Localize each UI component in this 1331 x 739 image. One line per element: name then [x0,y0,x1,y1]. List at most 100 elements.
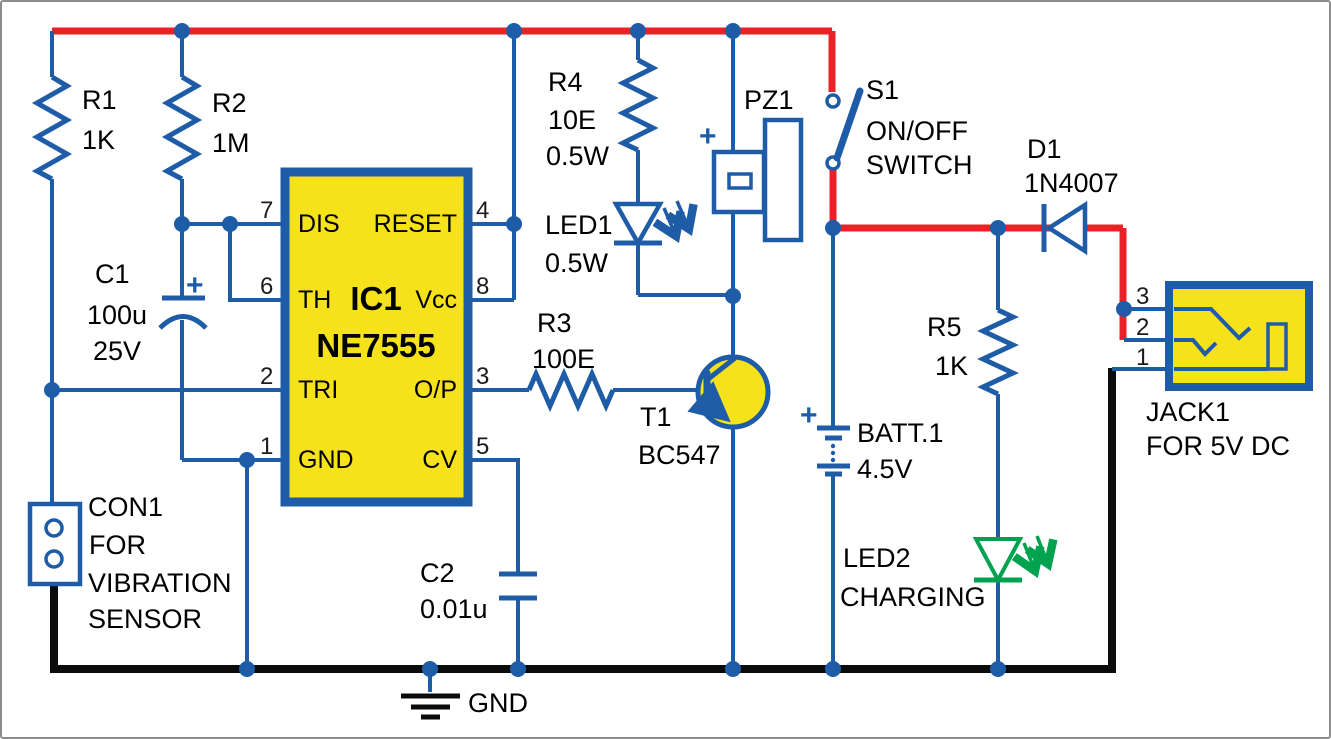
resistor-zigzag [31,74,73,182]
batt-plus-sign: + [800,399,818,432]
jack1-desc: FOR 5V DC [1146,431,1290,461]
capacitor-curved-plate [158,314,208,330]
signal-wires [50,31,1169,692]
ic1-part: NE7555 [316,327,435,364]
junction-dot [1116,301,1132,317]
d1-ref: D1 [1027,134,1062,164]
r3-ref: R3 [537,308,572,338]
jack-barrel [1266,322,1288,371]
ic-pin-cv: CV [422,446,457,474]
batt1-ref: BATT.1 [857,418,944,448]
led-triangle [972,537,1024,585]
ic-pin-th: TH [298,286,331,314]
ic-pin-op: O/P [414,376,457,404]
ic-pin-dis: DIS [298,210,340,238]
con1-desc3: SENSOR [88,604,202,634]
pin-number-1: 1 [260,433,273,460]
ic1-ref: IC1 [350,280,401,317]
ic1-ne7555: DIS RESET TH Vcc TRI O/P GND CV IC1 NE75… [260,167,489,507]
r4-value: 10E [548,105,596,135]
led-emission-arrow [652,207,685,243]
diode-triangle [1044,200,1088,256]
led1: LED1 0.5W [545,200,698,278]
connector-hole [44,518,64,538]
r2-value: 1M [212,128,250,158]
pin-number-8: 8 [476,273,489,300]
s1-desc1: ON/OFF [866,116,968,146]
c2-ref: C2 [420,558,455,588]
ic-pin-gnd: GND [298,446,354,474]
r2-ref: R2 [212,88,247,118]
resistor-zigzag [617,57,659,153]
jack-contact-pin3 [1174,307,1252,341]
r4-rating: 0.5W [546,141,610,171]
batt1-value: 4.5V [857,454,913,484]
led-emission-arrow [1011,542,1045,579]
connector-con1: CON1 FOR VIBRATION SENSOR [27,492,232,634]
battery-dotted [830,457,836,463]
ic-body [280,167,473,507]
junction-dot [630,23,646,39]
switch-lever [833,87,864,162]
junction-dot [506,216,522,232]
jack-pin-number-1: 1 [1136,344,1149,371]
r1-ref: R1 [82,85,117,115]
junction-dot [990,661,1006,677]
battery-dotted [830,443,836,449]
r1-value: 1K [82,125,115,155]
led2-ref: LED2 [843,543,911,573]
junction-dot [174,23,190,39]
junction-dot [44,382,60,398]
resistor-r1: R1 1K [31,74,117,182]
r3-value: 100E [532,344,595,374]
ic-pin-vcc: Vcc [415,286,457,314]
transistor-t1: T1 BC547 [638,354,771,470]
connector-body [27,501,83,587]
led1-ref: LED1 [545,210,613,240]
jack-pin-number-3: 3 [1136,283,1149,310]
pin-number-6: 6 [260,273,273,300]
led2-function: CHARGING [840,582,986,612]
resistor-r5: R5 1K [927,307,1019,397]
r4-ref: R4 [548,67,583,97]
c1-rating: 25V [93,336,141,366]
diode-d1: D1 1N4007 [1024,134,1119,256]
junction-dot [990,220,1006,236]
battery-batt1: + BATT.1 4.5V [800,399,944,484]
con1-ref: CON1 [88,492,163,522]
buzzer-plate [762,117,804,243]
junction-dot [510,661,526,677]
jack-contact-pin2 [1174,338,1218,357]
wire-pin5 [468,458,520,574]
resistor-r4: R4 10E 0.5W [546,57,659,171]
switch-s1: S1 ON/OFF SWITCH [825,75,972,180]
junction-dot [825,661,841,677]
junction-dot [725,288,741,304]
r5-value: 1K [935,351,968,381]
resistor-zigzag [161,74,203,182]
d1-part: 1N4007 [1024,168,1119,198]
minus-symbol [727,172,753,190]
con1-desc2: VIBRATION [88,568,232,598]
c1-ref: C1 [95,259,130,289]
transistor-emitter-arrow [687,381,731,423]
pz1-ref: PZ1 [744,85,794,115]
connector-hole [44,549,64,569]
capacitor-c1: + C1 100u 25V [87,259,208,366]
junction-dot [239,452,255,468]
capacitor-c2: C2 0.01u [420,558,537,624]
con1-desc1: FOR [89,530,146,560]
junction-dots [44,23,1132,677]
pin-number-2: 2 [260,363,273,390]
junction-dot [222,216,238,232]
transistor-collector [705,356,737,382]
c2-value: 0.01u [420,594,488,624]
r5-ref: R5 [927,312,962,342]
junction-dot [239,661,255,677]
resistor-r2: R2 1M [161,74,250,182]
buzzer-body [711,149,767,215]
led-triangle [612,201,664,248]
ic-pin-reset: RESET [374,210,457,238]
